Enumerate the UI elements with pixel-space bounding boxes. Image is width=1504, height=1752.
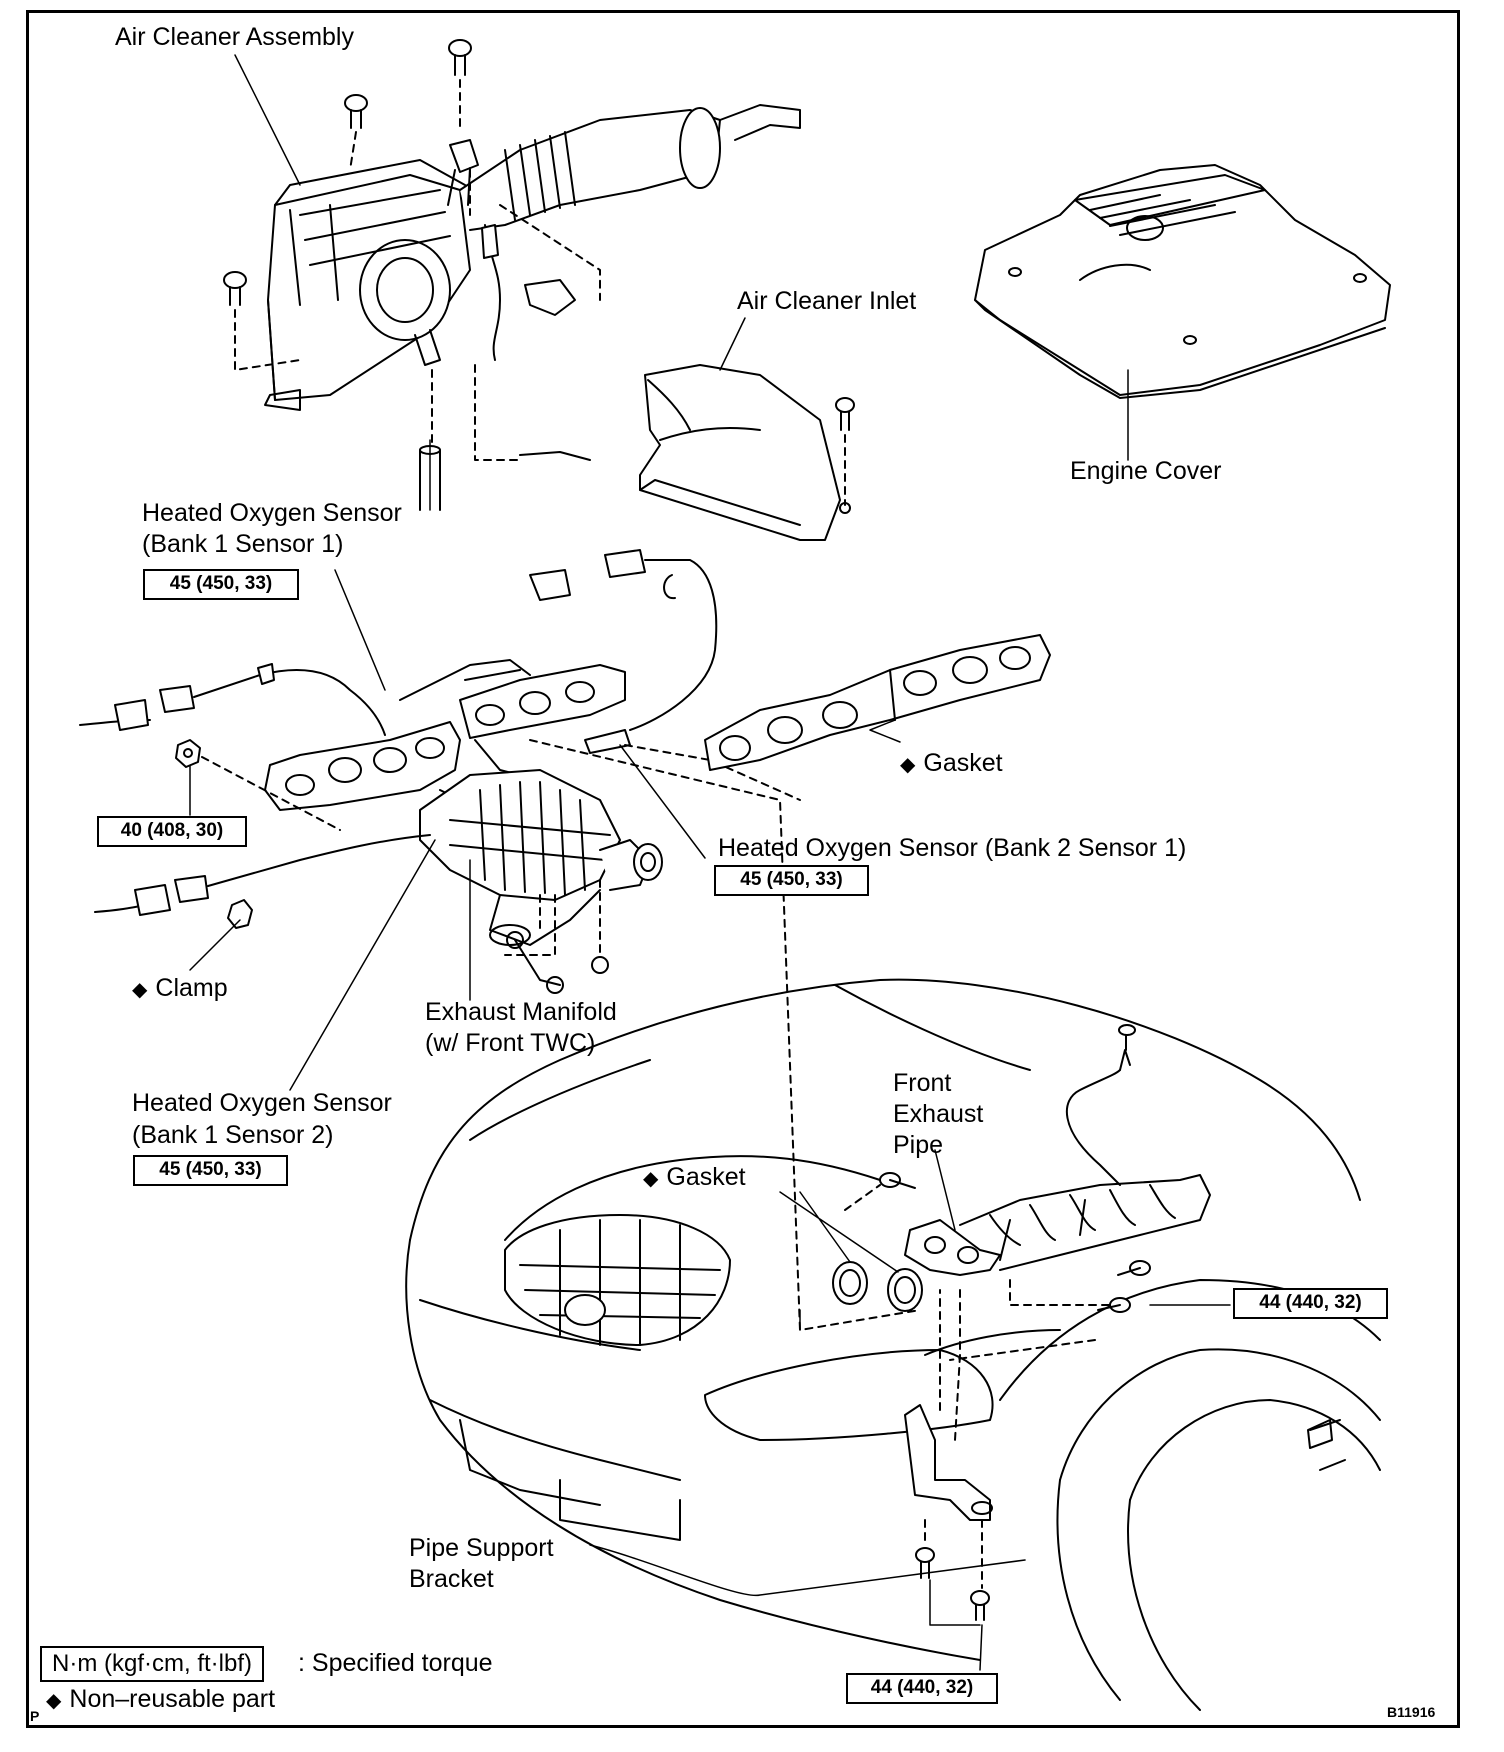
exhaust-manifold-drawing: [79, 549, 921, 1331]
label-ho2s-b1s2-line1: Heated Oxygen Sensor: [132, 1089, 392, 1117]
gasket-upper-text: Gasket: [923, 749, 1003, 777]
label-clamp: ◆ Clamp: [132, 973, 228, 1006]
label-front-exhaust-pipe-line1: Front: [893, 1069, 952, 1097]
torque-box-b1s1: 45 (450, 33): [143, 569, 299, 600]
diamond-icon: ◆: [643, 1168, 659, 1190]
diamond-icon: ◆: [132, 979, 148, 1001]
engine-cover-drawing: [974, 164, 1391, 399]
bolt-icon: [448, 39, 472, 76]
bolt-icon: [970, 1590, 990, 1621]
figure-id: B11916: [1387, 1704, 1436, 1720]
label-pipe-support-bracket-line2: Bracket: [409, 1565, 494, 1593]
air-cleaner-assembly-drawing: [223, 39, 801, 511]
corner-mark: P: [30, 1708, 40, 1724]
bolt-icon: [879, 1172, 916, 1189]
torque-box-pipe-bolts: 44 (440, 32): [1233, 1288, 1388, 1319]
label-ho2s-b1s1-line1: Heated Oxygen Sensor: [142, 499, 402, 527]
torque-box-b1s2: 45 (450, 33): [133, 1155, 288, 1186]
label-exhaust-manifold-line2: (w/ Front TWC): [425, 1029, 596, 1057]
diamond-icon: ◆: [900, 754, 916, 776]
label-air-cleaner-assembly: Air Cleaner Assembly: [115, 23, 354, 51]
bolt-icon: [915, 1547, 935, 1579]
clamp-text: Clamp: [155, 974, 228, 1002]
legend-nonreusable-text: Non–reusable part: [69, 1685, 276, 1713]
vehicle-body-outline: [405, 978, 1381, 1711]
gasket-lower-text: Gasket: [666, 1163, 746, 1191]
label-ho2s-b1s2-line2: (Bank 1 Sensor 2): [132, 1121, 334, 1149]
bolt-icon: [223, 271, 247, 306]
label-air-cleaner-inlet: Air Cleaner Inlet: [737, 287, 917, 315]
bolt-icon: [344, 94, 368, 129]
label-ho2s-b2s1: Heated Oxygen Sensor (Bank 2 Sensor 1): [718, 834, 1187, 862]
torque-box-bracket-bolts: 44 (440, 32): [846, 1673, 998, 1704]
nut-icon: [175, 739, 201, 768]
legend-nonreusable: ◆ Non–reusable part: [46, 1684, 275, 1717]
air-cleaner-inlet-drawing: [639, 364, 855, 541]
label-front-exhaust-pipe-line3: Pipe: [893, 1131, 944, 1159]
gasket-lower-drawing: [832, 1261, 923, 1312]
label-engine-cover: Engine Cover: [1070, 457, 1222, 485]
label-gasket-upper: ◆ Gasket: [900, 748, 1003, 781]
diamond-icon: ◆: [46, 1690, 62, 1712]
label-pipe-support-bracket-line1: Pipe Support: [409, 1534, 554, 1562]
label-ho2s-b1s1-line2: (Bank 1 Sensor 1): [142, 530, 344, 558]
label-exhaust-manifold-line1: Exhaust Manifold: [425, 998, 617, 1026]
legend-unit-text: : Specified torque: [298, 1649, 493, 1677]
label-gasket-lower: ◆ Gasket: [643, 1162, 746, 1195]
leader-lines: [189, 54, 1231, 1671]
diagram-frame: [26, 10, 1460, 1728]
bolt-icon: [1117, 1260, 1151, 1276]
label-front-exhaust-pipe-line2: Exhaust: [893, 1100, 984, 1128]
pipe-support-bracket-drawing: [904, 1289, 993, 1621]
torque-box-b2s1: 45 (450, 33): [714, 865, 869, 896]
torque-box-nut: 40 (408, 30): [97, 816, 247, 847]
front-exhaust-pipe-drawing: [844, 1024, 1211, 1441]
gasket-upper-drawing: [704, 634, 1051, 771]
bolt-icon: [835, 397, 855, 431]
legend-unit-box: N·m (kgf·cm, ft·lbf): [40, 1646, 264, 1682]
clamp-icon: [227, 899, 253, 929]
